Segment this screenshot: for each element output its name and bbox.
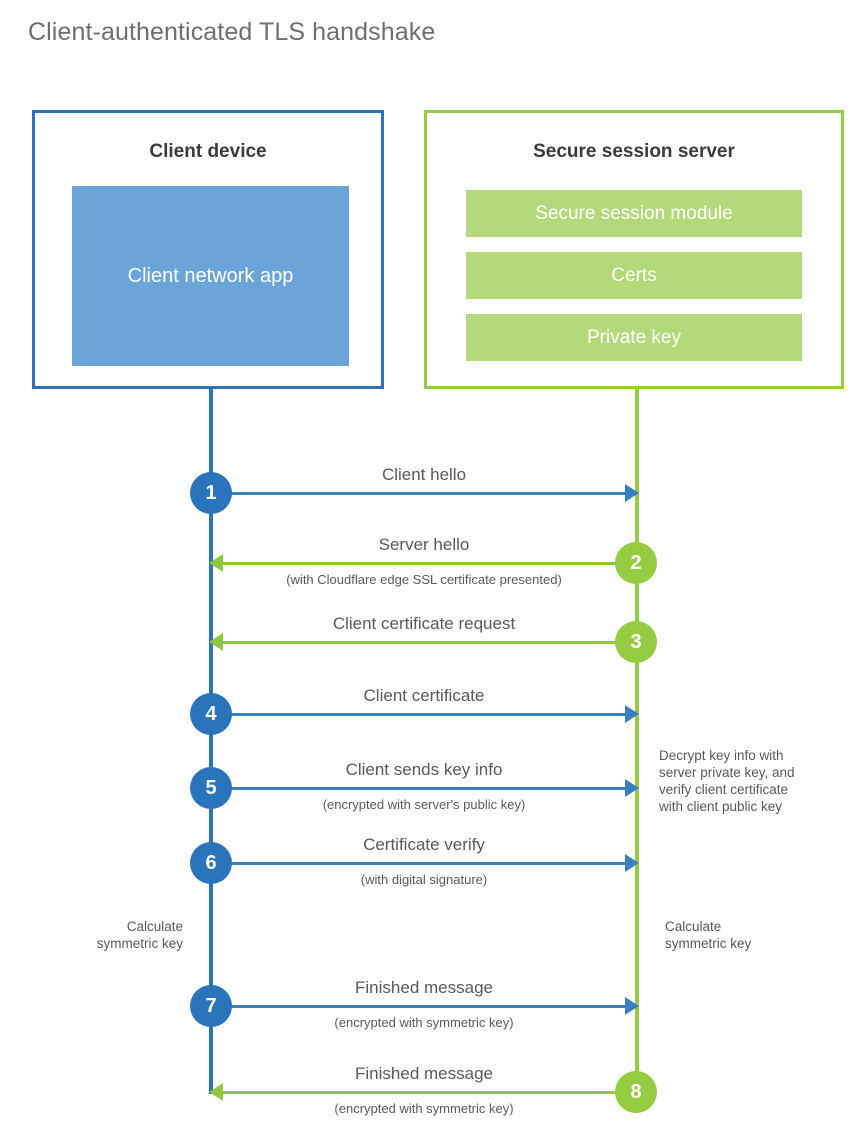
- message-4-arrow-line: [211, 713, 627, 716]
- message-2-sub: (with Cloudflare edge SSL certificate pr…: [286, 572, 562, 587]
- server-calculate-symmetric-key-annotation: Calculate symmetric key: [665, 919, 752, 951]
- secure-session-server-box: Secure session server Secure session mod…: [424, 110, 844, 389]
- step-badge-7: 7: [190, 985, 232, 1027]
- message-5-arrow-head: [625, 779, 639, 797]
- step-badge-4: 4: [190, 693, 232, 735]
- step-badge-2: 2: [615, 542, 657, 584]
- step-badge-6: 6: [190, 842, 232, 884]
- step-badge-1: 1: [190, 472, 232, 514]
- message-8-arrow-head: [209, 1083, 223, 1101]
- message-7-arrow-line: [211, 1005, 627, 1008]
- server-component-private-key: Private key: [466, 314, 802, 361]
- client-device-box: Client device Client network app: [32, 110, 384, 389]
- message-5-arrow-line: [211, 787, 627, 790]
- client-network-app-block: Client network app: [72, 186, 349, 366]
- message-2-label: Server hello: [378, 535, 470, 554]
- message-4-arrow-head: [625, 705, 639, 723]
- message-6-arrow-line: [211, 862, 627, 865]
- server-component-certs: Certs: [466, 252, 802, 299]
- message-5-label: Client sends key info: [345, 760, 503, 779]
- message-3-label: Client certificate request: [332, 614, 516, 633]
- server-component-secure-session-module: Secure session module: [466, 190, 802, 237]
- message-8-arrow-line: [222, 1091, 637, 1094]
- message-7-sub: (encrypted with symmetric key): [334, 1015, 514, 1030]
- message-3-arrow-line: [222, 641, 637, 644]
- message-8-sub: (encrypted with symmetric key): [334, 1101, 514, 1116]
- message-1-arrow-head: [625, 484, 639, 502]
- client-device-title: Client device: [149, 141, 267, 162]
- message-6-sub: (with digital signature): [360, 872, 488, 887]
- message-3-arrow-head: [209, 633, 223, 651]
- message-1-label: Client hello: [381, 465, 467, 484]
- client-lifeline: [209, 389, 213, 1094]
- secure-session-server-title: Secure session server: [533, 141, 735, 162]
- client-calculate-symmetric-key-annotation: Calculate symmetric key: [96, 919, 183, 951]
- server-lifeline: [635, 389, 639, 1094]
- server-component-list: Secure session module Certs Private key: [466, 190, 802, 376]
- message-5-sub: (encrypted with server's public key): [322, 797, 526, 812]
- message-6-label: Certificate verify: [363, 835, 485, 854]
- message-1-arrow-line: [211, 492, 627, 495]
- message-7-label: Finished message: [355, 978, 493, 997]
- message-7-arrow-head: [625, 997, 639, 1015]
- page-title: Client-authenticated TLS handshake: [28, 18, 436, 46]
- message-8-label: Finished message: [355, 1064, 493, 1083]
- message-2-arrow-head: [209, 554, 223, 572]
- step-badge-8: 8: [615, 1071, 657, 1113]
- message-6-arrow-head: [625, 854, 639, 872]
- server-decrypt-annotation: Decrypt key info with server private key…: [659, 748, 795, 814]
- step-badge-5: 5: [190, 767, 232, 809]
- step-badge-3: 3: [615, 621, 657, 663]
- message-2-arrow-line: [222, 562, 637, 565]
- message-4-label: Client certificate: [363, 686, 485, 705]
